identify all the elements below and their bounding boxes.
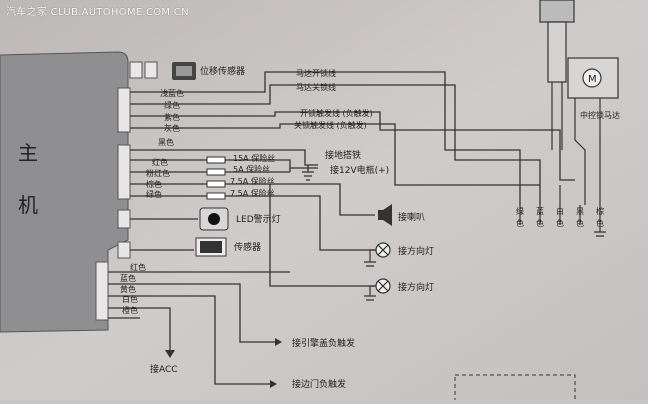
position-sensor-icon — [172, 62, 196, 80]
wire-color-label: 蓝色 — [120, 273, 136, 283]
label-motor-close: 马达关锁线 — [296, 82, 336, 92]
label-sensor: 传感器 — [234, 241, 261, 253]
motor-wire-color: 黑 — [576, 207, 584, 216]
motor-wire-suffix: 色 — [556, 218, 564, 228]
wire-color-label: 红色 — [130, 262, 146, 272]
wire-color-label: 橙色 — [122, 305, 138, 315]
turn-signal-icon — [364, 242, 391, 301]
motor-wire-color: 白 — [556, 206, 564, 216]
motor-wire-color: 绿 — [516, 207, 524, 216]
label-lock-trigger: 关锁触发线 (负触发) — [294, 120, 367, 130]
wires-group-1 — [130, 71, 575, 205]
label-turn-signal-1: 接方向灯 — [398, 245, 434, 257]
label-12v-battery: 接12V电瓶(+) — [330, 164, 389, 176]
motor-symbol-text: M — [588, 74, 597, 85]
label-ground: 接地搭铁 — [325, 149, 361, 161]
main-unit-label-1: 主 — [18, 141, 38, 165]
motor-wire-suffix: 色 — [596, 218, 604, 228]
led-indicator-icon — [199, 207, 229, 231]
hood-arrow — [275, 338, 282, 346]
label-turn-signal-2: 接方向灯 — [398, 281, 434, 293]
label-hood: 接引擎盖负触发 — [292, 337, 355, 349]
label-acc: 接ACC — [150, 363, 178, 375]
label-unlock-trigger: 开锁触发线 (负触发) — [300, 108, 373, 118]
fuse-label: 7.5A 保险丝 — [230, 188, 275, 198]
fuse-label: 15A 保险丝 — [233, 153, 275, 163]
fuse-label: 7.5A 保险丝 — [230, 176, 275, 186]
fuse-label: 5A 保险丝 — [233, 164, 270, 174]
wire-color-label: 粉红色 — [146, 168, 170, 178]
label-position-sensor: 位移传感器 — [200, 65, 245, 77]
wire-color-label: 浅蓝色 — [160, 88, 184, 98]
label-central-lock-motor: 中控锁马达 — [580, 110, 620, 120]
wire-color-label: 黑色 — [158, 137, 174, 147]
motor-wire-suffix: 色 — [516, 218, 524, 228]
label-horn: 接喇叭 — [398, 211, 425, 223]
shock-sensor-icon — [195, 237, 227, 257]
main-unit-label-2: 机 — [18, 193, 38, 217]
motor-wire-color: 棕 — [596, 206, 604, 216]
wire-color-label: 绿色 — [164, 100, 180, 110]
motor-wire-color: 蓝 — [536, 206, 544, 216]
label-door: 接边门负触发 — [292, 378, 346, 390]
dashed-component-box — [454, 374, 576, 404]
wire-color-label: 白色 — [122, 294, 138, 304]
label-led: LED警示灯 — [236, 213, 281, 225]
central-lock-motor — [539, 0, 619, 205]
wire-color-label: 红色 — [152, 157, 168, 167]
wires-group-3 — [108, 271, 290, 385]
motor-wire-colors: 绿 蓝 白 黑 棕 色 色 色 色 色 — [516, 206, 604, 228]
motor-wire-suffix: 色 — [536, 218, 544, 228]
watermark: 汽车之家 CLUB.AUTOHOME.COM.CN — [6, 7, 189, 18]
fuse-icons — [206, 156, 226, 200]
wire-color-label: 紫色 — [164, 112, 180, 122]
motor-wire-suffix: 色 — [576, 218, 584, 228]
motor-output-wires — [519, 185, 606, 237]
horn-icon — [378, 204, 392, 226]
wire-color-label: 绿色 — [146, 189, 162, 199]
wire-color-label: 黄色 — [120, 284, 136, 294]
label-motor-open: 马达开锁线 — [296, 68, 336, 78]
door-arrow — [270, 380, 277, 388]
acc-arrow — [165, 350, 175, 358]
